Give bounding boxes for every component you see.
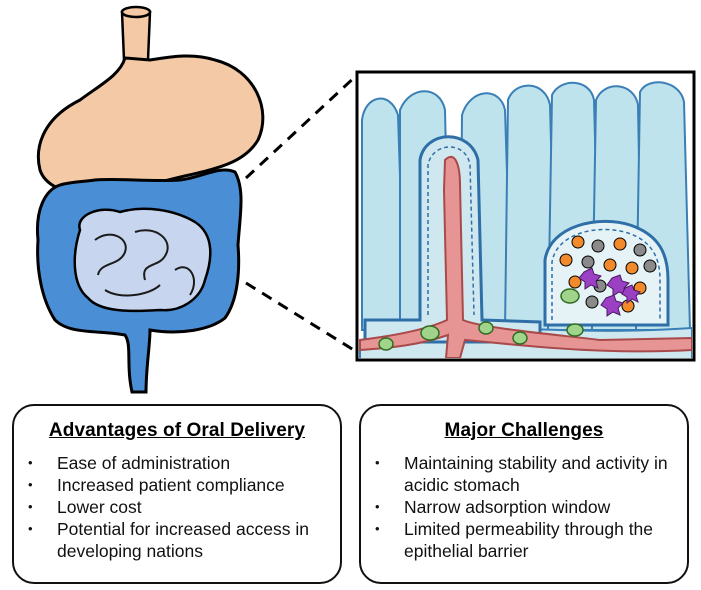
list-item: •Limited permeability through the epithe… [375, 519, 654, 561]
advantages-list: •Ease of administration •Increased patie… [14, 452, 340, 562]
zoom-lines [244, 73, 359, 354]
list-item-text: Narrow adsorption window [404, 497, 611, 517]
nanoparticles [559, 235, 657, 313]
list-item: •Increased patient compliance [28, 475, 285, 495]
list-item-text: Potential for increased access in develo… [57, 519, 309, 561]
esophagus [120, 5, 152, 62]
list-item: •Narrow adsorption window [375, 497, 611, 517]
challenges-list: •Maintaining stability and activity in a… [361, 452, 687, 562]
advantages-title: Advantages of Oral Delivery [48, 420, 306, 441]
list-item: •Ease of administration [28, 453, 231, 473]
microbes [578, 267, 641, 317]
challenges-title: Major Challenges [444, 420, 604, 441]
list-item-text: Increased patient compliance [57, 475, 285, 495]
list-item: •Potential for increased access in devel… [28, 519, 309, 561]
list-item: •Lower cost [28, 497, 142, 517]
immune-cells [378, 288, 584, 351]
list-item-text: Ease of administration [57, 453, 231, 473]
gi-tract-illustration [35, 5, 696, 394]
list-item-text: Limited permeability through the epithel… [404, 519, 654, 561]
list-item-text: Lower cost [57, 497, 142, 517]
challenges-panel: Major Challenges •Maintaining stability … [359, 404, 689, 584]
list-item-text: Maintaining stability and activity in ac… [404, 453, 668, 495]
advantages-panel: Advantages of Oral Delivery •Ease of adm… [12, 404, 342, 584]
list-item: •Maintaining stability and activity in a… [375, 453, 668, 495]
blood-vessel [359, 155, 692, 358]
villi-panel [355, 70, 696, 362]
small-intestine [73, 207, 212, 313]
